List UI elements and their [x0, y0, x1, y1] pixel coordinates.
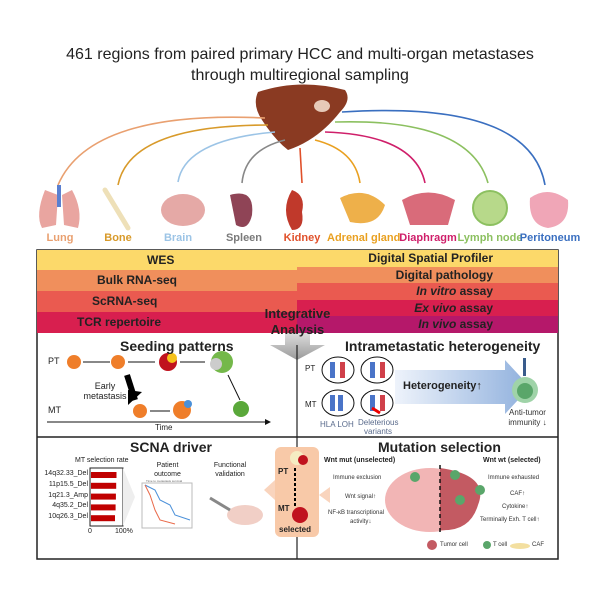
- legend-tumor-cell: Tumor cell: [440, 542, 468, 548]
- selected-label: selected: [279, 525, 312, 534]
- organ-label: Brain: [163, 232, 193, 244]
- method-label: TCR repertoire: [77, 315, 162, 329]
- legend-caf: CAF: [532, 542, 544, 548]
- method-italic: Ex vivo: [414, 300, 457, 315]
- heterogeneity-title: Intrametastatic heterogeneity: [345, 338, 541, 354]
- time-axis-label: Time: [155, 423, 173, 432]
- method-band: ScRNA-seq: [37, 291, 297, 312]
- organ-label: Spleen: [225, 232, 263, 244]
- km-title: Time to metastasis survival: [146, 479, 183, 483]
- organ-label: Bone: [104, 232, 132, 244]
- axis-max: 100%: [115, 528, 133, 535]
- scna-bar: [91, 493, 116, 500]
- method-band: In vivo assay: [297, 316, 558, 334]
- organ-label: Lymph node: [457, 232, 523, 244]
- method-band: Digital pathology: [297, 266, 558, 284]
- left-item: Immune exclusion: [333, 475, 382, 481]
- organ-label: Peritoneum: [519, 232, 581, 244]
- method-label: Bulk RNA-seq: [97, 273, 178, 287]
- method-label: ScRNA-seq: [92, 294, 158, 308]
- method-band: WES: [37, 250, 297, 270]
- pt-label: PT: [305, 364, 316, 373]
- method-label: WES: [147, 253, 175, 267]
- left-item: NF-κB transcriptional: [328, 510, 385, 516]
- organ-label: Diaphragm: [399, 232, 457, 244]
- right-item: Cytokine↑: [502, 504, 529, 510]
- scna-bar: [91, 472, 117, 478]
- mutation-title: Mutation selection: [378, 439, 501, 455]
- legend-t-cell: T cell: [493, 542, 508, 548]
- method-label: assay: [456, 300, 493, 315]
- method-band: In vitro assay: [297, 283, 558, 301]
- pt-label: PT: [48, 356, 60, 366]
- left-item: activity↓: [350, 519, 372, 525]
- scna-bar: [91, 504, 116, 511]
- heterogeneity-arrow: [395, 360, 530, 414]
- liver-icon: [255, 84, 348, 150]
- right-item: Terminally Exh. T cell↑: [480, 517, 540, 523]
- organ-label: Lung: [46, 232, 74, 244]
- mouse-icon: [227, 505, 263, 525]
- right-item: CAF↑: [510, 491, 525, 497]
- mt-label: MT: [48, 405, 61, 415]
- method-band: Bulk RNA-seq: [37, 270, 297, 291]
- method-band: Digital Spatial Profiler: [297, 250, 558, 267]
- selection-rate-label: MT selection rate: [75, 457, 129, 464]
- scna-bar: [91, 482, 117, 489]
- scna-bar-label: 4q35.2_Del: [52, 502, 88, 510]
- method-italic: In vitro: [416, 284, 457, 299]
- mt-label: MT: [278, 504, 290, 513]
- seeding-title: Seeding patterns: [120, 338, 234, 354]
- hla-loh-label: HLA LOH: [320, 420, 354, 429]
- right-item: Immune exhausted: [488, 475, 540, 481]
- method-italic: In vivo: [418, 317, 457, 332]
- method-band: TCR repertoire: [37, 312, 297, 333]
- scna-bar-label: 11p15.5_Del: [48, 480, 88, 488]
- seeding-diagram: [47, 351, 271, 425]
- scna-bar-label: 10q26.3_Del: [48, 513, 88, 521]
- selected-panel: [275, 447, 319, 537]
- wnt-wt-title: Wnt wt (selected): [483, 457, 541, 464]
- method-band: Ex vivo assay: [297, 299, 558, 317]
- scna-title: SCNA driver: [130, 439, 212, 455]
- method-label: Digital pathology: [395, 267, 493, 282]
- page-title: 461 regions from paired primary HCC and …: [66, 46, 534, 84]
- wnt-mut-title: Wnt mut (unselected): [324, 457, 396, 464]
- method-label: assay: [456, 317, 493, 332]
- dissemination-arrows: [57, 109, 546, 186]
- hla-diagram: [321, 356, 394, 417]
- pt-label: PT: [278, 467, 289, 476]
- km-plot: [141, 482, 193, 529]
- organ-label: Kidney: [283, 232, 321, 244]
- scna-bar: [91, 515, 115, 522]
- method-label: assay: [456, 284, 493, 299]
- method-label: Digital Spatial Profiler: [368, 251, 493, 265]
- scna-bar-label: 14q32.33_Del: [44, 470, 88, 477]
- scna-bar-label: 1q21.3_Amp: [48, 491, 88, 499]
- axis-min: 0: [88, 528, 92, 535]
- organ-label: Adrenal gland: [327, 232, 401, 244]
- organ-icons: [39, 185, 569, 231]
- left-item: Wnt signal↑: [345, 494, 377, 500]
- scna-bars: [91, 472, 117, 522]
- heterogeneity-arrow-label: Heterogeneity↑: [403, 380, 482, 392]
- mt-label: MT: [305, 400, 317, 409]
